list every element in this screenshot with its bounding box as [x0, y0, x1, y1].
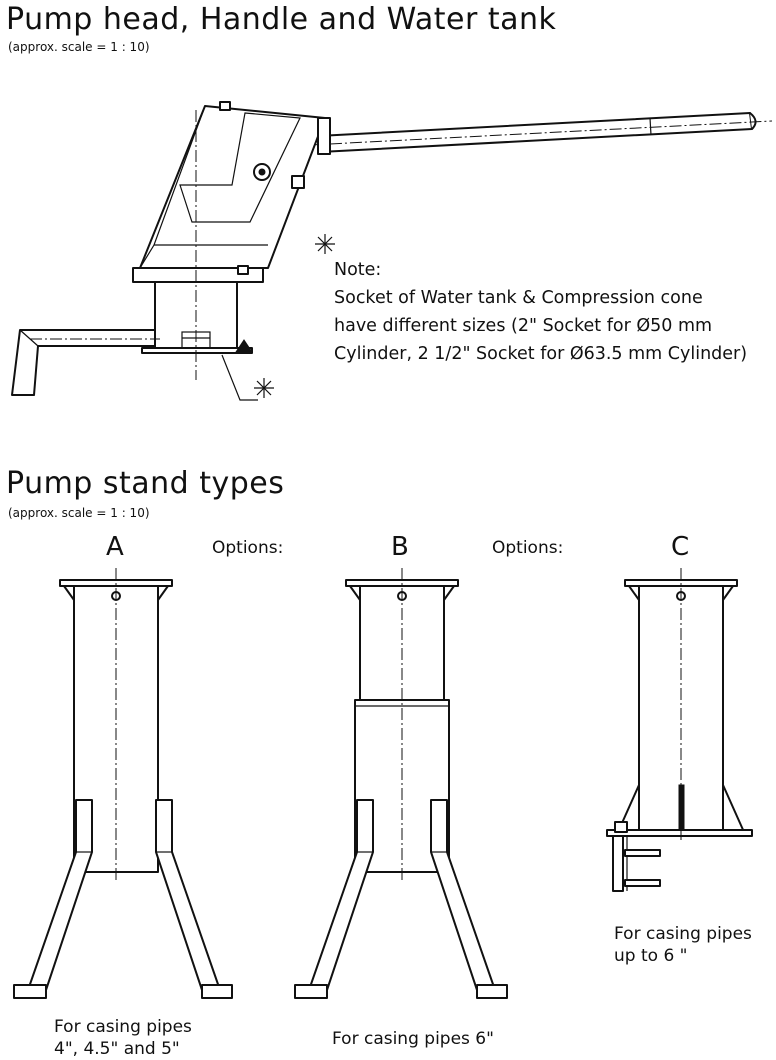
pump-handle [309, 112, 773, 153]
note-block: Note: Socket of Water tank & Compression… [334, 256, 747, 368]
stand-c-drawing [606, 568, 753, 892]
caption-stand-b-line-1: For casing pipes 6" [332, 1029, 494, 1049]
water-tank [141, 110, 253, 380]
caption-stand-a: For casing pipes 4", 4.5" and 5" [54, 1016, 192, 1060]
note-asterisk-marker [315, 234, 335, 254]
stand-label-b: B [391, 532, 409, 562]
section-scale-pump-head: (approx. scale = 1 : 10) [8, 40, 150, 54]
options-label-1: Options: [212, 538, 284, 558]
leader-line [221, 354, 258, 401]
note-line-2: have different sizes (2" Socket for Ø50 … [334, 316, 713, 336]
caption-stand-b: For casing pipes 6" [332, 1028, 494, 1050]
caption-stand-a-line-2: 4", 4.5" and 5" [54, 1039, 180, 1059]
spout [11, 329, 160, 396]
stand-a-drawing [13, 568, 233, 999]
note-line-3: Cylinder, 2 1/2" Socket for Ø63.5 mm Cyl… [334, 344, 748, 364]
stand-label-a: A [106, 532, 124, 562]
asterisk-marker [254, 378, 274, 398]
options-label-2: Options: [492, 538, 564, 558]
pump-head-assembly [11, 101, 773, 401]
stand-label-c: C [671, 532, 690, 562]
caption-stand-c: For casing pipes up to 6 " [614, 923, 752, 967]
note-heading: Note: [334, 260, 382, 280]
stand-b-drawing [294, 568, 508, 999]
caption-stand-a-line-1: For casing pipes [54, 1017, 192, 1037]
section-scale-stand-types: (approx. scale = 1 : 10) [8, 506, 150, 520]
note-line-1: Socket of Water tank & Compression cone [334, 288, 703, 308]
section-title-stand-types: Pump stand types [6, 466, 285, 501]
pump-head-body [132, 101, 331, 283]
caption-stand-c-line-2: up to 6 " [614, 946, 688, 966]
caption-stand-c-line-1: For casing pipes [614, 924, 752, 944]
section-title-pump-head: Pump head, Handle and Water tank [6, 2, 557, 37]
